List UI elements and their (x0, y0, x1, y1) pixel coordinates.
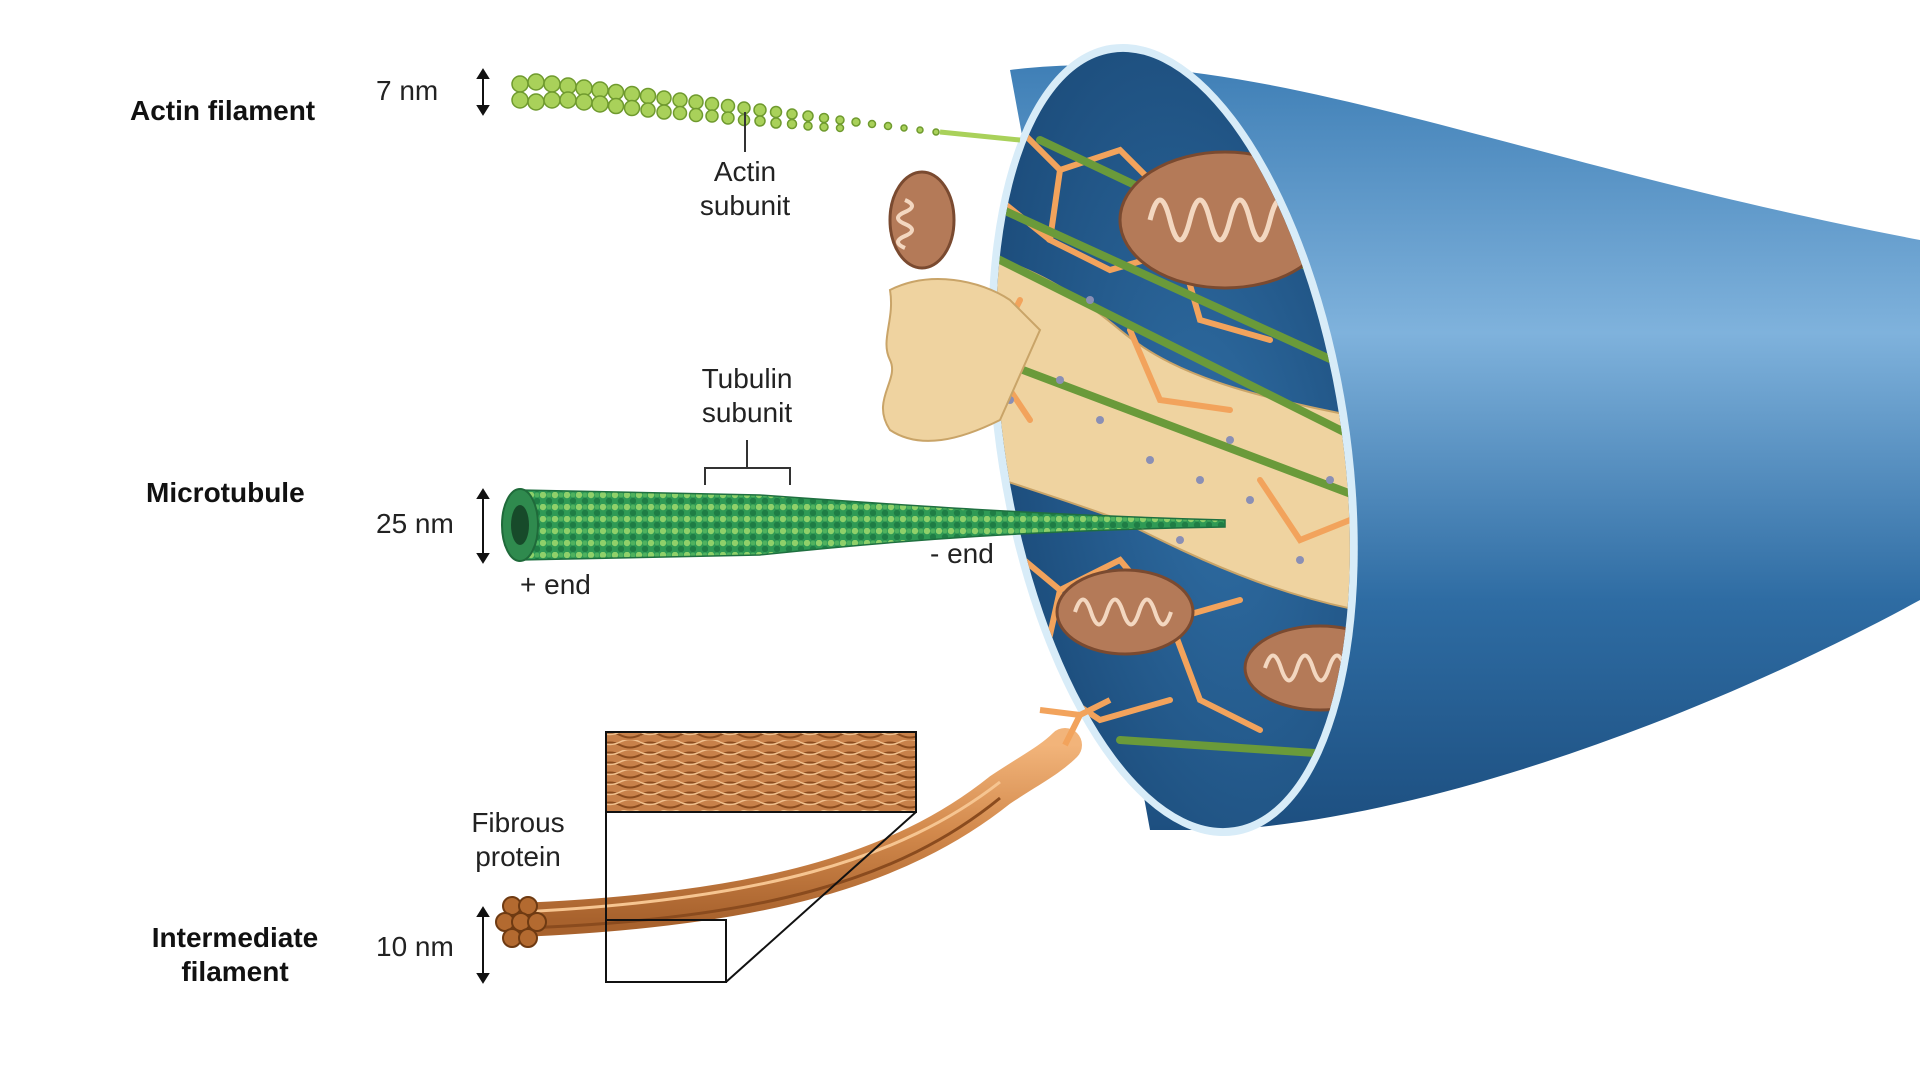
intermediate-size-label: 10 nm (376, 931, 454, 962)
microtubule (501, 488, 1226, 562)
actin-filament (511, 73, 1021, 143)
intermediate-filament-title: Intermediate filament (151, 922, 319, 987)
tubulin-subunit-label: Tubulin subunit (701, 363, 793, 428)
size-indicators (476, 68, 490, 984)
fibrous-protein-inset (605, 731, 917, 983)
intermediate-filament (495, 697, 1112, 948)
actin-filament-title: Actin filament (130, 95, 316, 126)
actin-subunit-label: Actin subunit (699, 156, 791, 221)
plus-end-label: + end (520, 569, 591, 600)
protruding-organelles (882, 170, 1042, 442)
microtubule-title: Microtubule (146, 477, 305, 508)
fibrous-protein-label: Fibrous protein (471, 807, 565, 872)
minus-end-label: - end (930, 538, 994, 569)
microtubule-size-label: 25 nm (376, 508, 454, 539)
tubulin-subunit-bracket (704, 440, 791, 485)
actin-size-label: 7 nm (376, 75, 439, 106)
